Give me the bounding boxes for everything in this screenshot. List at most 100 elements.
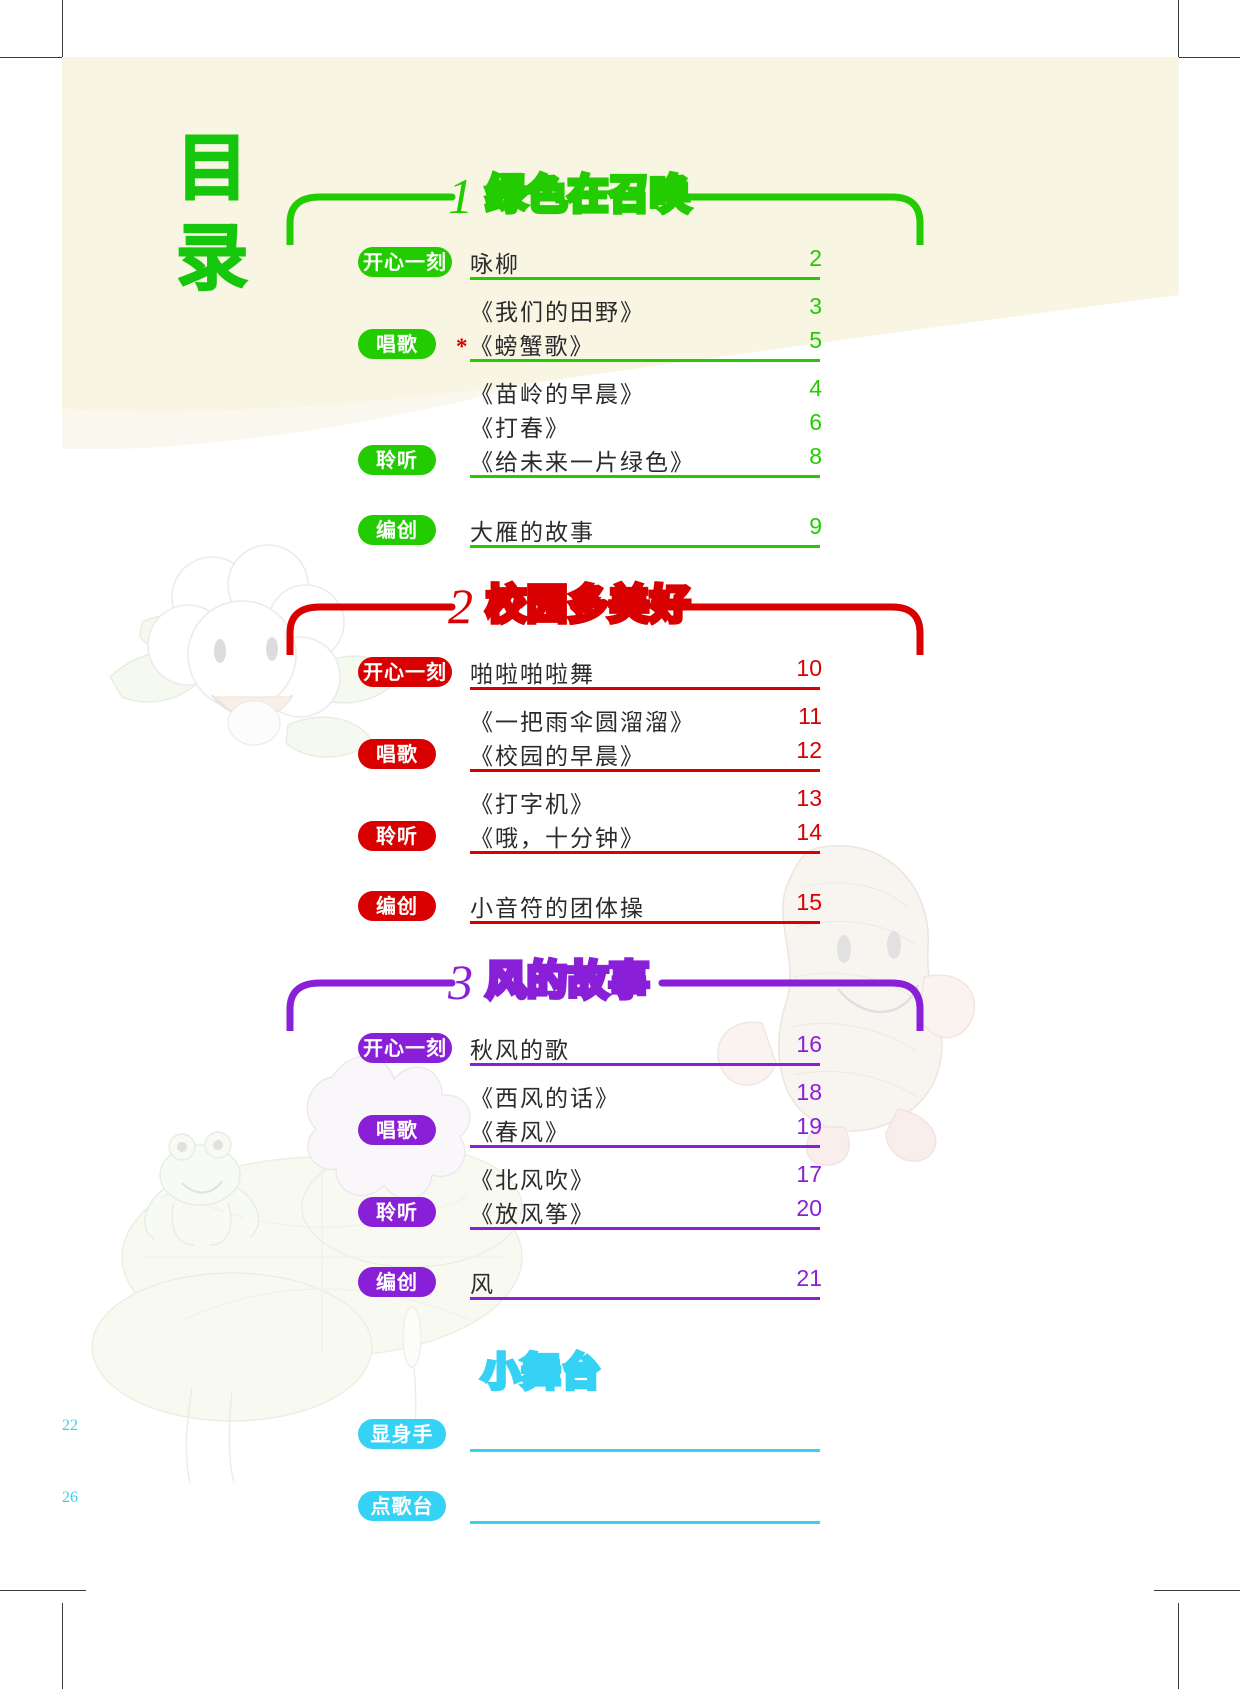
toc-entry-title: 啪啦啪啦舞: [470, 662, 595, 687]
crop-mark-top-left-h: [0, 57, 86, 58]
category-pill[interactable]: 编创: [358, 1267, 436, 1297]
group-rule: [470, 545, 820, 548]
crop-mark-bottom-right-h: [1154, 1590, 1240, 1591]
group-rule: [470, 921, 820, 924]
toc-page-number: 21: [796, 1265, 822, 1291]
toc-row[interactable]: 秋风的歌 16: [62, 1031, 1179, 1065]
category-pill[interactable]: 聆听: [358, 821, 436, 851]
section-number: 2: [448, 578, 473, 634]
stage-pill[interactable]: 显身手: [358, 1419, 446, 1449]
toc-page-number: 20: [796, 1195, 822, 1221]
crop-mark-top-right-h: [1154, 57, 1240, 58]
toc-row[interactable]: 《春风》19: [62, 1113, 1179, 1147]
toc-page-number: 2: [809, 245, 822, 271]
group-rule: [470, 277, 820, 280]
toc-page-number: 18: [796, 1079, 822, 1105]
toc-row[interactable]: 《西风的话》 18: [62, 1079, 1179, 1113]
toc-page-number: 17: [796, 1161, 822, 1187]
toc-entry-title: 《哦，十分钟》: [470, 826, 645, 851]
toc-entry-title: 《打字机》: [470, 792, 595, 817]
group-rule: [470, 687, 820, 690]
toc-entry-title: 《春风》: [470, 1120, 570, 1145]
toc-row[interactable]: 《校园的早晨》12: [62, 737, 1179, 771]
toc-entry-title: 秋风的歌: [470, 1038, 570, 1063]
toc-entry-title: 《放风筝》: [470, 1202, 595, 1227]
section-title: 风的故事: [484, 958, 652, 1004]
category-pill[interactable]: 唱歌: [358, 1115, 436, 1145]
group-rule: [470, 1297, 820, 1300]
toc-entry-title: 《一把雨伞圆溜溜》: [470, 710, 695, 735]
toc-entry-title: 《西风的话》: [470, 1086, 620, 1111]
toc-row[interactable]: 《打字机》 13: [62, 785, 1179, 819]
toc-page-number: 13: [796, 785, 822, 811]
section-number: 3: [448, 954, 473, 1010]
toc-page-number: 3: [809, 293, 822, 319]
toc-entry-title: 风: [470, 1272, 495, 1297]
toc-group: 唱歌 《我们的田野》 3 *《螃蟹歌》5: [62, 293, 1179, 373]
stage-rule: [470, 1449, 820, 1452]
toc-row[interactable]: 咏柳 2: [62, 245, 1179, 279]
toc-row[interactable]: 《苗岭的早晨》4: [62, 375, 1179, 409]
stage-title: 小舞台: [479, 1350, 603, 1394]
toc-row[interactable]: 《北风吹》 17: [62, 1161, 1179, 1195]
toc-row[interactable]: 《给未来一片绿色》 8: [62, 443, 1179, 477]
page-title-char-2: 录: [175, 215, 250, 301]
toc-row[interactable]: 《放风筝》 20: [62, 1195, 1179, 1229]
toc-page-number: 4: [809, 375, 822, 401]
cream-banner: [62, 57, 1179, 457]
toc-row[interactable]: 《打春》 6: [62, 409, 1179, 443]
group-rule: [470, 1145, 820, 1148]
page-title-char-1: 目: [175, 125, 250, 211]
category-pill[interactable]: 开心一刻: [358, 1033, 452, 1063]
crop-mark-bottom-left-v: [62, 1603, 63, 1689]
toc-entry-title: 《北风吹》: [470, 1168, 595, 1193]
category-pill[interactable]: 编创: [358, 515, 436, 545]
toc-row[interactable]: 《一把雨伞圆溜溜》11: [62, 703, 1179, 737]
toc-page-number: 6: [809, 409, 822, 435]
category-pill[interactable]: 聆听: [358, 1197, 436, 1227]
toc-row[interactable]: 《哦，十分钟》14: [62, 819, 1179, 853]
toc-entry-title: 《给未来一片绿色》: [470, 450, 695, 475]
crop-mark-bottom-right-v: [1178, 1603, 1179, 1689]
category-pill[interactable]: 编创: [358, 891, 436, 921]
toc-row[interactable]: 风 21: [62, 1265, 1179, 1299]
toc-page-number: 8: [809, 443, 822, 469]
toc-group: 开心一刻咏柳 2: [62, 245, 1179, 291]
toc-page-number: 12: [796, 737, 822, 763]
category-pill[interactable]: 开心一刻: [358, 657, 452, 687]
toc-group: 开心一刻秋风的歌 16: [62, 1031, 1179, 1077]
crop-mark-bottom-left-h: [0, 1590, 86, 1591]
category-pill[interactable]: 开心一刻: [358, 247, 452, 277]
toc-group: 聆听 《打字机》 13 《哦，十分钟》14: [62, 785, 1179, 865]
page-title: 目 录: [148, 125, 278, 305]
toc-entry-title-text: 《螃蟹歌》: [469, 334, 595, 359]
crop-mark-top-left-v: [62, 0, 63, 86]
stage-pill[interactable]: 点歌台: [358, 1491, 446, 1521]
group-rule: [470, 475, 820, 478]
toc-entry-title: 《我们的田野》: [470, 300, 645, 325]
toc-page-number: 9: [809, 513, 822, 539]
toc-page-number: 16: [796, 1031, 822, 1057]
asterisk-icon: *: [456, 334, 470, 359]
category-pill[interactable]: 聆听: [358, 445, 436, 475]
section-title: 绿色在召唤: [484, 172, 693, 218]
toc-group: 编创 风 21: [62, 1265, 1179, 1311]
section-rail: [286, 603, 924, 655]
toc-row[interactable]: 《我们的田野》 3: [62, 293, 1179, 327]
category-pill[interactable]: 唱歌: [358, 329, 436, 359]
toc-entry-title: 咏柳: [470, 252, 520, 277]
toc-row[interactable]: *《螃蟹歌》5: [62, 327, 1179, 361]
group-rule: [470, 1227, 820, 1230]
section-number: 1: [448, 168, 473, 224]
toc-entry-title: 《打春》: [470, 416, 570, 441]
category-pill[interactable]: 唱歌: [358, 739, 436, 769]
